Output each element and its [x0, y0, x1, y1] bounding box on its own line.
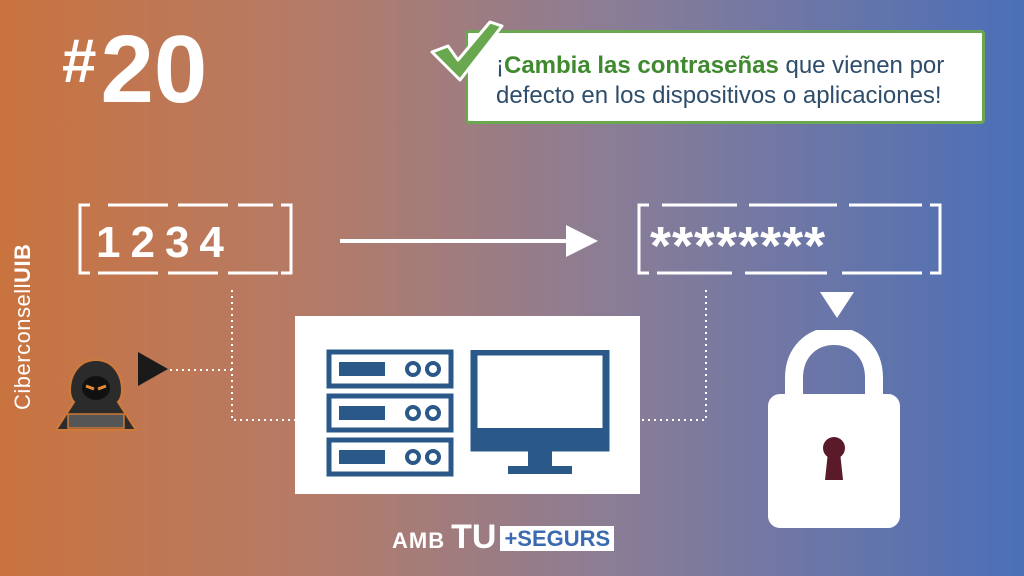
slogan-tu: TU: [451, 518, 497, 556]
arrow-right-icon: [340, 225, 598, 257]
monitor-icon: [470, 350, 610, 474]
password-mask: ********: [650, 216, 827, 276]
tip-text: ¡Cambia las contraseñas que vienen por d…: [496, 51, 976, 111]
check-icon: [430, 20, 504, 82]
brand-vertical: CiberconsellUIB: [10, 210, 50, 410]
tip-prefix: ¡: [496, 52, 504, 79]
play-icon: [138, 352, 168, 386]
tip-rest: que vienen por defecto en los dispositiv…: [496, 52, 945, 109]
tip-card: ¡Cambia las contraseñas que vienen por d…: [465, 30, 985, 124]
devices-panel: [295, 316, 640, 494]
brand-suffix: UIB: [10, 243, 35, 283]
pin-digits: 1234: [96, 218, 234, 267]
brand-text: CiberconsellUIB: [10, 244, 36, 410]
tip-number-value: 20: [100, 16, 208, 123]
tip-hash: #: [62, 27, 97, 96]
tip-strong: Cambia las contraseñas: [504, 52, 779, 79]
brand-prefix: Ciberconsell: [10, 282, 35, 410]
slogan-segurs: +SEGURS: [500, 526, 615, 551]
server-icon: [326, 349, 454, 477]
lock-icon: [768, 330, 900, 528]
hacker-icon: [54, 358, 138, 431]
password-frame: [637, 203, 942, 275]
tip-number: #20: [62, 22, 207, 118]
triangle-down-icon: [820, 292, 854, 318]
pin-frame: [78, 203, 293, 275]
slogan-amb: AMB: [392, 528, 446, 553]
